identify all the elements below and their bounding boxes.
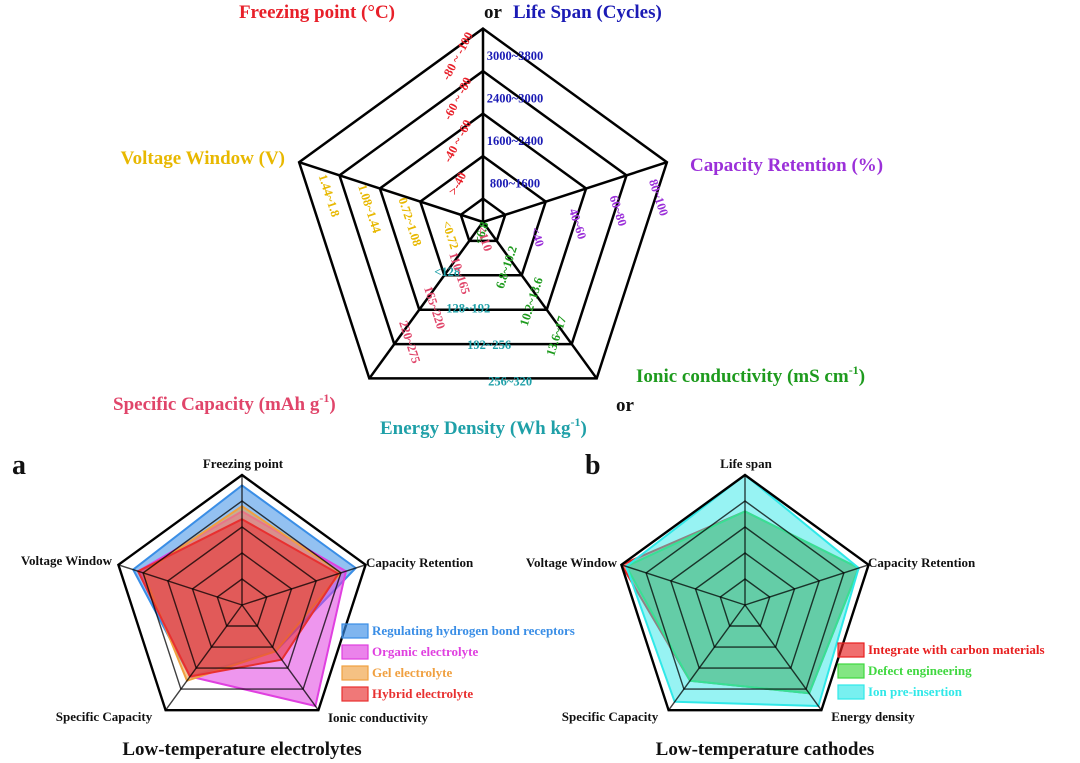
axis-label: Freezing point xyxy=(203,456,284,471)
voltage-axis-title: Voltage Window (V) xyxy=(121,148,285,169)
legend-label: Ion pre-insertion xyxy=(868,684,963,699)
tick-voltage: 1.44~1.8 xyxy=(316,172,343,218)
freezing-axis-title: Freezing point (°C) xyxy=(239,2,395,23)
top-grid-spoke xyxy=(368,221,485,380)
grid-spoke xyxy=(241,604,319,711)
top-grid-spoke xyxy=(298,161,484,224)
grid-ring xyxy=(166,526,318,669)
grid-ring xyxy=(191,552,293,648)
tick-energy: 128~192 xyxy=(446,301,490,315)
grid-spoke xyxy=(165,604,243,711)
grid-ring xyxy=(619,473,871,712)
grid-spoke xyxy=(241,564,366,606)
axis-label: Specific Capacity xyxy=(562,709,659,724)
panel-b-title: Low-temperature cathodes xyxy=(656,739,875,760)
tick-lifespan: 1600~2400 xyxy=(487,134,544,148)
legend-label: Regulating hydrogen bond receptors xyxy=(372,623,575,638)
grid-ring xyxy=(142,500,342,690)
grid-spoke xyxy=(744,604,822,711)
legend-swatch xyxy=(341,644,369,660)
legend-swatch xyxy=(837,684,865,700)
grid-spoke xyxy=(118,564,243,606)
top-radar-grid xyxy=(297,27,669,380)
legend-label: Integrate with carbon materials xyxy=(868,642,1045,657)
energy-axis-title: Energy Density (Wh kg-1) xyxy=(380,415,587,439)
tick-freezing: >-40 xyxy=(446,170,470,198)
capacity-retention-axis-title: Capacity Retention (%) xyxy=(690,155,883,176)
grid-ring xyxy=(694,552,796,648)
top-grid-ring xyxy=(297,27,669,380)
top-grid-core xyxy=(459,197,507,243)
axis-label: Voltage Window xyxy=(526,555,618,570)
axis-label: Specific Capacity xyxy=(56,709,153,724)
tick-specific-capacity: 220~275 xyxy=(396,319,423,365)
top-grid-spoke xyxy=(481,221,598,380)
grid-ring xyxy=(669,526,821,669)
axis-label: Ionic conductivity xyxy=(328,710,429,725)
top-grid-ring xyxy=(378,112,588,311)
top-grid-ring xyxy=(418,154,548,277)
grid-spoke xyxy=(744,564,869,606)
legend-label: Gel electrolyte xyxy=(372,665,452,680)
legend-label: Organic electrolyte xyxy=(372,644,478,659)
tick-lifespan: 3000~3800 xyxy=(487,49,544,63)
or-connector-top: or xyxy=(484,2,503,23)
tick-ionic: <6.8 xyxy=(471,220,491,246)
grid-ring xyxy=(116,473,368,712)
legend-swatch xyxy=(341,623,369,639)
tick-lifespan: 2400~3000 xyxy=(487,91,544,105)
tick-energy: <128 xyxy=(434,265,460,279)
grid-ring xyxy=(645,500,845,690)
legend-label: Defect engineering xyxy=(868,663,972,678)
legend-label: Hybrid electrolyte xyxy=(372,686,473,701)
series-polygon-3 xyxy=(625,474,860,707)
legend-swatch xyxy=(341,686,369,702)
axis-label: Energy density xyxy=(831,709,915,724)
grid-ring xyxy=(216,578,268,627)
legend-swatch xyxy=(837,642,865,658)
legend-swatch xyxy=(837,663,865,679)
grid-spoke xyxy=(621,564,746,606)
lifespan-axis-title: Life Span (Cycles) xyxy=(513,2,662,23)
legend-swatch xyxy=(341,665,369,681)
grid-spoke xyxy=(668,604,746,711)
tick-voltage: <0.72 xyxy=(439,219,461,251)
tick-capacity-retention: <40 xyxy=(528,225,547,248)
or-connector-bottom: or xyxy=(616,395,635,416)
grid-ring xyxy=(719,578,771,627)
panel-a-title: Low-temperature electrolytes xyxy=(122,739,361,760)
tick-lifespan: 800~1600 xyxy=(490,176,540,190)
tick-energy: 256~320 xyxy=(488,374,532,388)
specific-capacity-axis-title: Specific Capacity (mAh g-1) xyxy=(113,391,336,415)
axis-label: Capacity Retention xyxy=(366,555,474,570)
panel-a-letter: a xyxy=(12,450,26,481)
panel-b-letter: b xyxy=(585,450,601,481)
axis-label: Capacity Retention xyxy=(868,555,976,570)
axis-label: Voltage Window xyxy=(21,553,113,568)
top-radar-tick-labels: >-40-40 ~ -60-60 ~ -80-80 ~ -100800~1600… xyxy=(316,30,671,389)
top-grid-spoke xyxy=(482,161,668,224)
axis-label: Life span xyxy=(720,456,772,471)
ionic-axis-title: Ionic conductivity (mS cm-1) xyxy=(636,363,865,387)
tick-energy: 192~256 xyxy=(467,338,511,352)
top-grid-ring xyxy=(338,69,628,346)
tick-specific-capacity: 165~220 xyxy=(421,285,448,331)
